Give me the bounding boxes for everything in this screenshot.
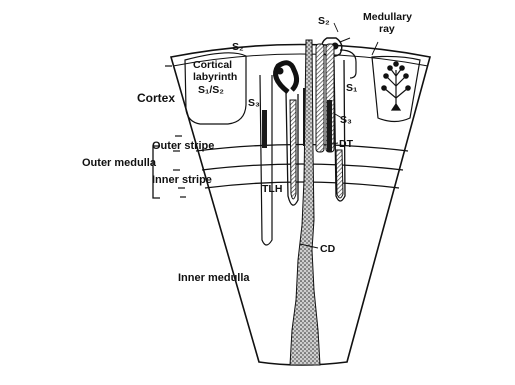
cortex-outer-stripe-boundary — [196, 145, 408, 152]
outer-medulla-inner-medulla-boundary — [205, 182, 399, 188]
proximal-convolution-left — [276, 63, 297, 92]
medullary-ray-tree — [382, 62, 410, 110]
s3-label-right: S₃ — [340, 114, 352, 126]
outer-stripe-label: Outer stripe — [152, 140, 214, 152]
dt-label: DT — [339, 138, 354, 150]
s2-label-left: S₂ — [232, 41, 244, 53]
tlh-label: TLH — [262, 183, 282, 195]
cortex-label: Cortex — [137, 91, 175, 105]
cortical-labyrinth-segment: S₁/S₂ — [198, 84, 224, 96]
outer-stripe-text: Outer stripe — [152, 140, 214, 152]
medullary-ray-label-2: ray — [379, 23, 395, 35]
inner-stripe-text: Inner stripe — [152, 174, 212, 186]
cd-label: CD — [320, 243, 336, 255]
outer-inner-stripe-boundary — [202, 164, 403, 170]
s2-label-top: S₂ — [318, 15, 330, 27]
medullary-ray-label-1: Medullary — [363, 11, 412, 23]
s3-label-left: S₃ — [248, 97, 260, 109]
outer-medulla-label: Outer medulla — [82, 157, 157, 169]
cortical-labyrinth-label-2: labyrinth — [193, 71, 237, 83]
s2-top-leader — [334, 23, 338, 32]
cortical-labyrinth-label-1: Cortical — [193, 59, 232, 71]
inner-medulla-label: Inner medulla — [178, 272, 250, 284]
inner-stripe-label: Inner stripe — [152, 174, 212, 186]
s1-label-right: S₁ — [346, 82, 357, 94]
outer-medulla-bracket — [153, 146, 160, 198]
